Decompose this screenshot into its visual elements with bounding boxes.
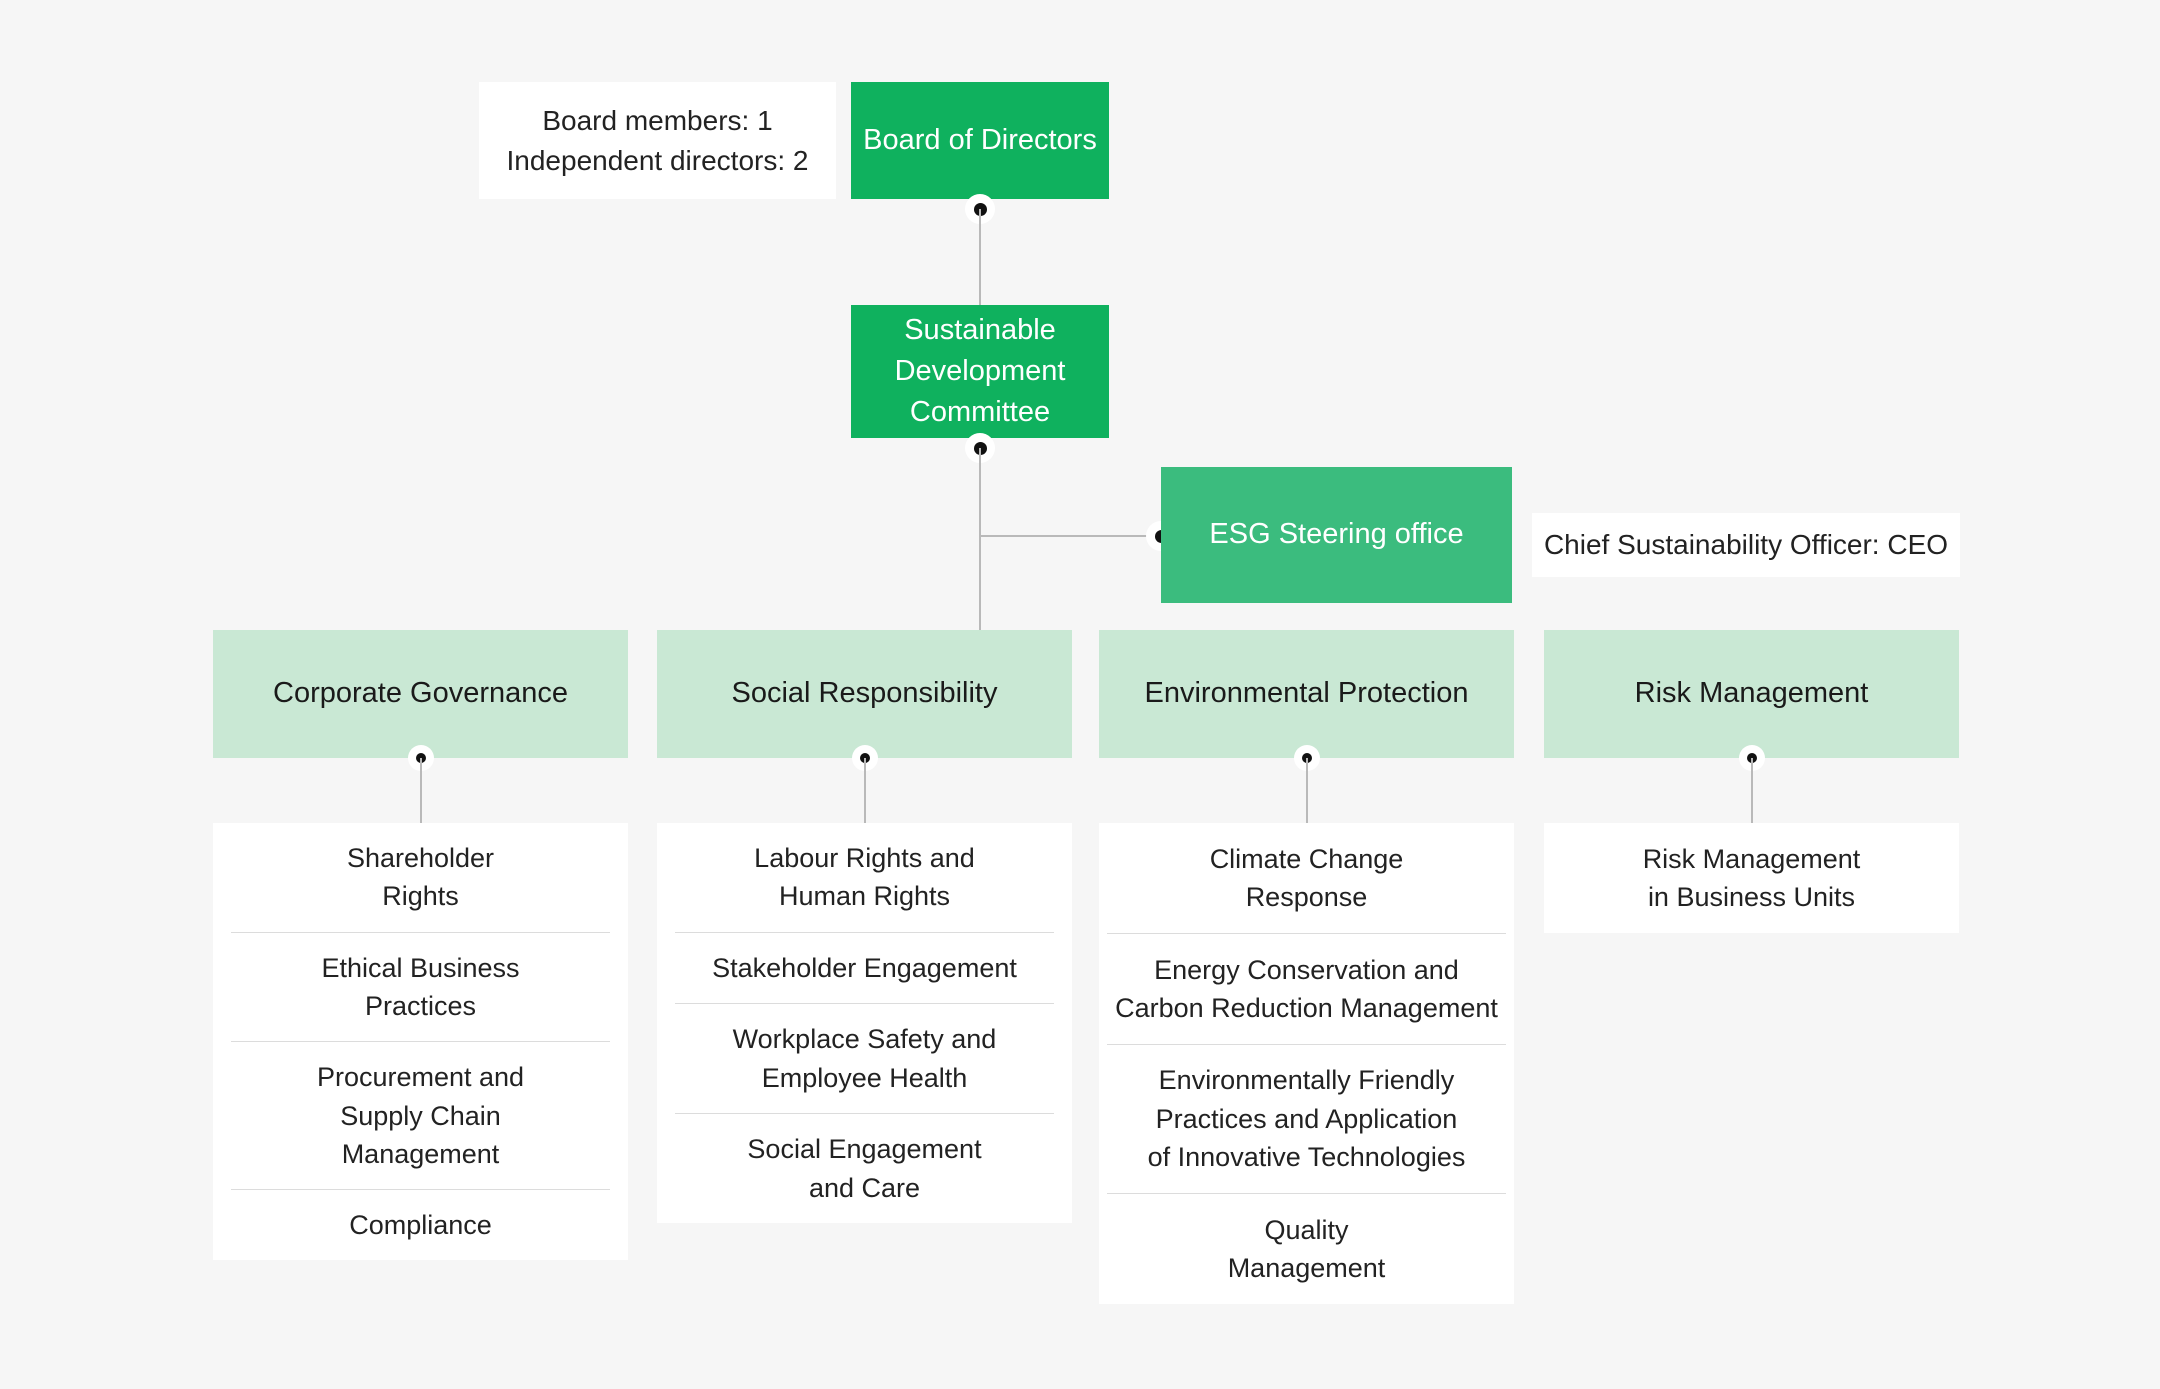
detail-stack-risk-management: Risk Management in Business Units [1544,823,1959,933]
connector-board-to-committee [979,209,981,305]
detail-stack-social-responsibility: Labour Rights and Human Rights Stakehold… [657,823,1072,1223]
pillar-box-environmental-protection[interactable]: Environmental Protection [1099,630,1514,758]
esg-steering-office-box[interactable]: ESG Steering office [1161,467,1512,603]
sustainable-development-committee-box[interactable]: Sustainable Development Committee [851,305,1109,438]
pillar-title-environmental-protection: Environmental Protection [1144,677,1469,710]
connector-risk-management-to-items [1751,758,1753,823]
detail-item: Climate Change Response [1209,843,1404,912]
detail-stack-corporate-governance: Shareholder Rights Ethical Business Prac… [213,823,628,1260]
detail-item: Ethical Business Practices [231,931,610,1042]
pillar-title-corporate-governance: Corporate Governance [273,677,568,710]
detail-item: Energy Conservation and Carbon Reduction… [1107,932,1506,1044]
pillar-title-social-responsibility: Social Responsibility [731,677,998,710]
pillar-title-risk-management: Risk Management [1634,677,1869,710]
connector-committee-to-esg [979,535,1166,537]
detail-item: Stakeholder Engagement [675,931,1054,1004]
connector-committee-trunk [979,448,981,630]
detail-item: Compliance [231,1189,610,1260]
connector-social-responsibility-to-items [864,758,866,823]
board-of-directors-box[interactable]: Board of Directors [851,82,1109,199]
pillar-box-risk-management[interactable]: Risk Management [1544,630,1959,758]
detail-item: Labour Rights and Human Rights [754,843,975,912]
board-info-label: Board members: 1 Independent directors: … [506,104,809,176]
detail-item: Shareholder Rights [346,843,495,912]
chief-sustainability-officer-label: Chief Sustainability Officer: CEO [1543,529,1949,561]
esg-steering-office-label: ESG Steering office [1209,518,1464,551]
detail-item: Risk Management in Business Units [1642,843,1861,912]
board-of-directors-label: Board of Directors [863,123,1097,156]
pillar-box-social-responsibility[interactable]: Social Responsibility [657,630,1072,758]
chief-sustainability-officer-box: Chief Sustainability Officer: CEO [1532,513,1960,577]
board-info-box: Board members: 1 Independent directors: … [479,82,836,199]
detail-stack-environmental-protection: Climate Change Response Energy Conservat… [1099,823,1514,1304]
detail-item: Procurement and Supply Chain Management [231,1041,610,1189]
detail-item: Environmentally Friendly Practices and A… [1107,1043,1506,1193]
detail-item: Quality Management [1107,1193,1506,1304]
pillar-box-corporate-governance[interactable]: Corporate Governance [213,630,628,758]
connector-corporate-governance-to-items [420,758,422,823]
detail-item: Workplace Safety and Employee Health [675,1003,1054,1113]
sustainable-development-committee-label: Sustainable Development Committee [894,313,1066,429]
detail-item: Social Engagement and Care [675,1113,1054,1223]
connector-environmental-protection-to-items [1306,758,1308,823]
